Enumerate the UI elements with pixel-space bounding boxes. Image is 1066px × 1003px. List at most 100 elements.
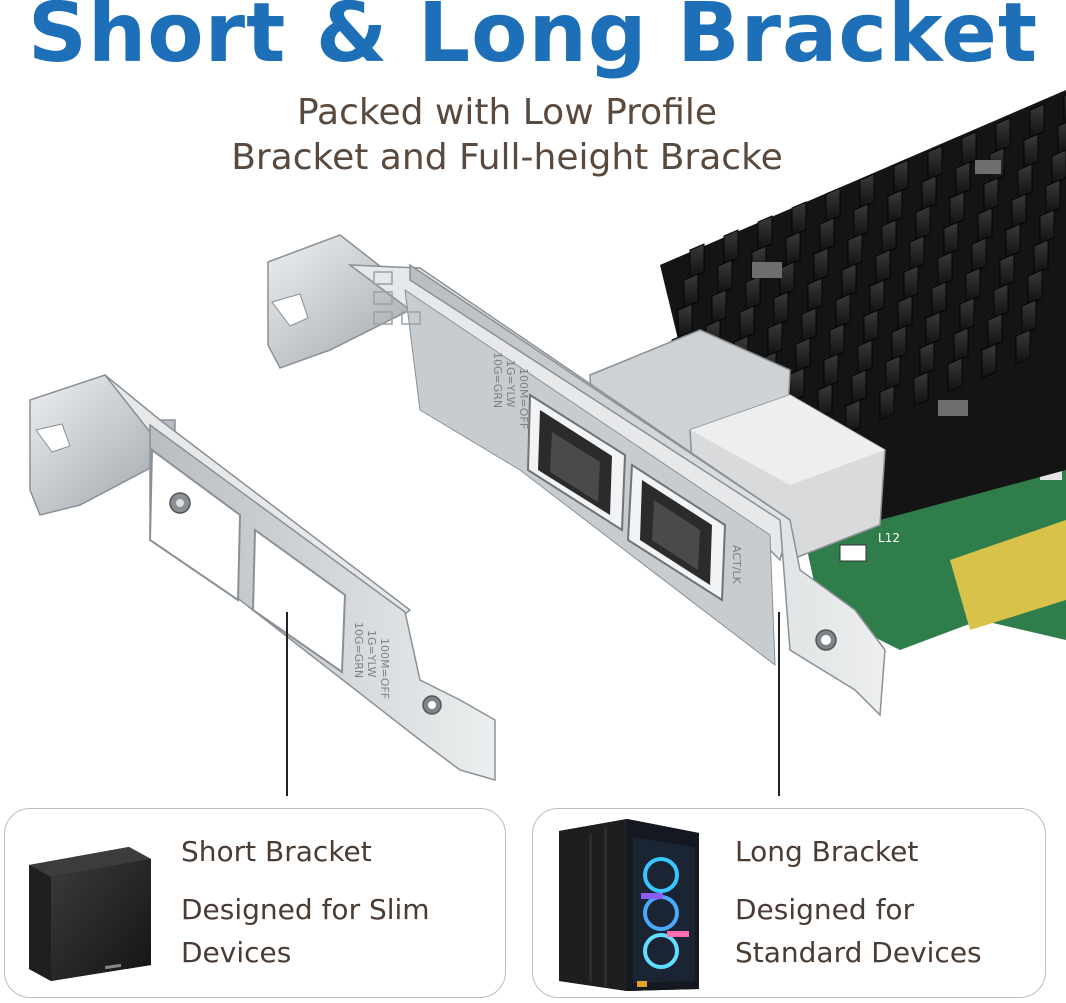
heatsink-fin	[677, 303, 693, 339]
heatsink-fin	[1039, 209, 1055, 245]
heatsink-fin	[857, 339, 873, 375]
heatsink-fin	[1057, 122, 1066, 155]
heatsink-fin	[773, 291, 789, 327]
heatsink-fin	[845, 399, 861, 435]
slim-pc-image	[29, 847, 151, 981]
short-bracket-card: Short Bracket Designed for Slim Devices	[4, 808, 506, 998]
heatsink-fin	[891, 325, 907, 361]
heatsink-fin	[745, 275, 761, 311]
heatsink-fin	[847, 233, 863, 269]
short-bracket	[29, 374, 496, 781]
long-bracket-pointer-line	[778, 612, 780, 796]
heatsink-fin	[1033, 239, 1049, 275]
heatsink-fin	[965, 267, 981, 303]
heatsink-fin	[881, 219, 897, 255]
heatsink-fin	[1015, 329, 1031, 365]
svg-text:ACT/LK: ACT/LK	[730, 545, 743, 585]
short-bracket-led-labels: 10G=GRN 1G=YLW 100M=OFF	[352, 622, 391, 699]
heatsink-fin	[977, 207, 993, 243]
heatsink-fin	[779, 261, 795, 297]
heatsink-fin	[909, 235, 925, 271]
long-bracket-led-labels: 10G=GRN 1G=YLW 100M=OFF ACT/LK	[491, 352, 743, 585]
heatsink-fin	[767, 321, 783, 357]
heatsink-fin	[1051, 149, 1066, 185]
svg-text:100M=OFF: 100M=OFF	[378, 638, 391, 699]
heatsink-fin	[961, 131, 977, 167]
heatsink-fin	[835, 293, 851, 329]
long-bracket-title: Long Bracket	[735, 835, 919, 868]
heatsink-fin	[1011, 193, 1027, 229]
heatsink-fin	[819, 217, 835, 253]
long-bracket-card: Long Bracket Designed for Standard Devic…	[532, 808, 1046, 998]
heatsink-fin	[851, 369, 867, 405]
long-bracket-desc-line1: Designed for	[735, 893, 915, 926]
heatsink-fin	[711, 289, 727, 325]
short-bracket-desc-line1: Designed for Slim	[181, 893, 430, 926]
heatsink-fin	[823, 353, 839, 389]
heatsink-fin	[689, 243, 705, 279]
board-marking: L12	[878, 531, 900, 545]
heatsink-fin	[955, 161, 971, 197]
long-bracket-desc-line2: Standard Devices	[735, 936, 982, 969]
heatsink-fin	[949, 191, 965, 227]
heatsink-fin	[869, 279, 885, 315]
svg-text:10G=GRN: 10G=GRN	[352, 622, 365, 678]
heatsink-fin	[981, 343, 997, 379]
heatsink-fin	[807, 277, 823, 313]
heatsink-fin	[987, 313, 1003, 349]
short-bracket-pointer-line	[286, 612, 288, 796]
heatsink-fin	[983, 177, 999, 213]
heatsink-fin	[853, 203, 869, 239]
heatsink-fin	[953, 327, 969, 363]
heatsink-fin	[791, 201, 807, 237]
heatsink-fin	[717, 259, 733, 295]
heatsink-fin	[937, 251, 953, 287]
heatsink-fin	[795, 337, 811, 373]
heatsink-fin	[1023, 133, 1039, 169]
heatsink-fin	[829, 323, 845, 359]
svg-text:100M=OFF: 100M=OFF	[517, 368, 530, 429]
heatsink-fin	[863, 309, 879, 345]
heatsink-fin	[739, 305, 755, 341]
heatsink-fin	[893, 159, 909, 195]
tower-pc-image	[559, 819, 699, 991]
heatsink-fin	[1005, 223, 1021, 259]
svg-text:1G=YLW: 1G=YLW	[365, 630, 378, 678]
heatsink-fin	[943, 221, 959, 257]
svg-text:1G=YLW: 1G=YLW	[504, 360, 517, 408]
heatsink-fin	[993, 283, 1009, 319]
heatsink-fin	[885, 355, 901, 391]
heatsink-fin	[959, 297, 975, 333]
heatsink-fin	[913, 371, 929, 407]
heatsink-fin	[789, 367, 805, 403]
heatsink-fin	[897, 295, 913, 331]
heatsink-fin	[919, 341, 935, 377]
heatsink-fin	[1029, 103, 1045, 139]
heatsink-fin	[879, 385, 895, 421]
short-bracket-title: Short Bracket	[181, 835, 372, 868]
product-title: Short & Long Bracket	[27, 0, 1039, 81]
rj45-port-2	[626, 463, 727, 602]
heatsink-fin	[801, 307, 817, 343]
heatsink-fin	[947, 357, 963, 393]
heatsink-fin	[723, 229, 739, 265]
svg-text:10G=GRN: 10G=GRN	[491, 352, 504, 408]
heatsink-fin	[1021, 299, 1037, 335]
heatsink-fin	[841, 263, 857, 299]
product-subtitle-line2: Bracket and Full-height Bracke	[231, 137, 783, 178]
heatsink-fin	[927, 145, 943, 181]
heatsink-fin	[971, 237, 987, 273]
rj45-port-1	[526, 393, 627, 532]
heatsink-fin	[999, 253, 1015, 289]
heatsink-fin	[1045, 179, 1061, 215]
heatsink-fin	[859, 173, 875, 209]
heatsink-fin	[1017, 163, 1033, 199]
heatsink-fin	[825, 187, 841, 223]
heatsink-fin	[925, 311, 941, 347]
heatsink-fin	[903, 265, 919, 301]
heatsink-fin	[813, 247, 829, 283]
heatsink-fin	[1027, 269, 1043, 305]
heatsink-fin	[921, 175, 937, 211]
heatsink-fin	[683, 273, 699, 309]
